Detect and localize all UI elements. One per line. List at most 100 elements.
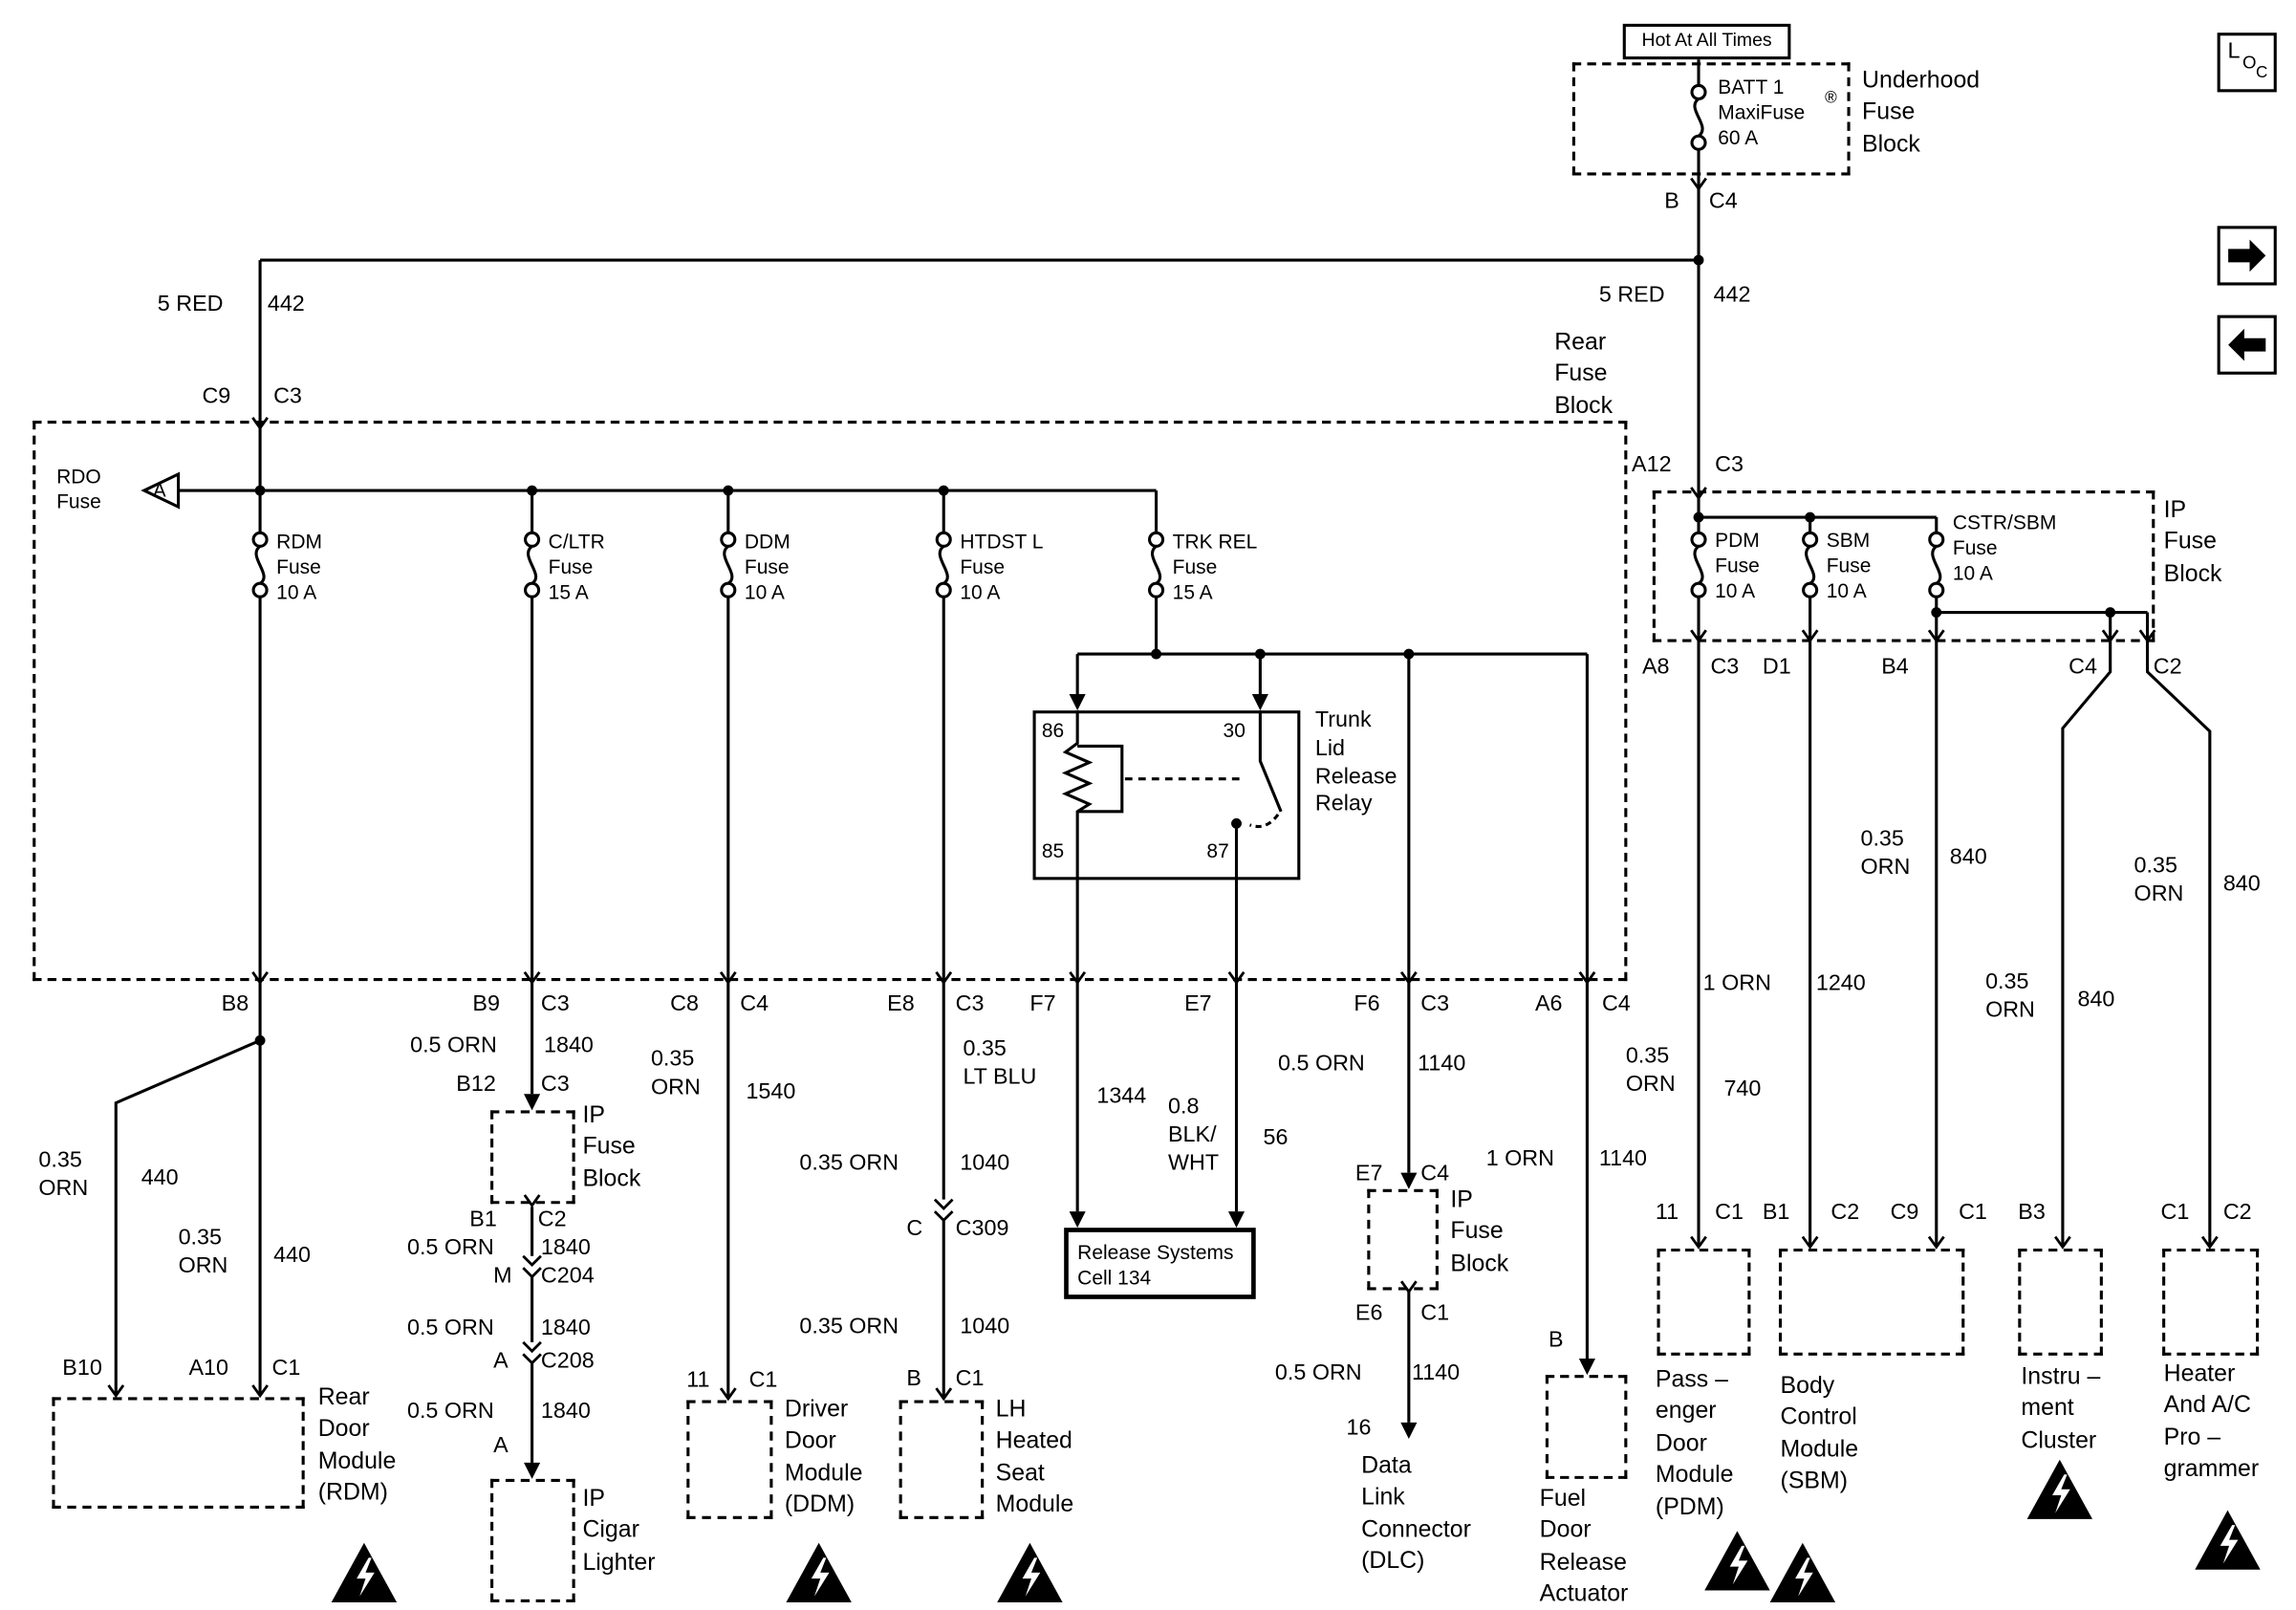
- dlc-out-pin-e6: E6: [1354, 1300, 1383, 1326]
- loc-letter-o: O: [2242, 52, 2257, 74]
- underhood-fuse-block-box: [1571, 62, 1851, 176]
- dlc-ip-fuse-block-name: IP Fuse Block: [1450, 1187, 1509, 1277]
- seat-wire1-circuit: 1040: [960, 1150, 1010, 1176]
- dlc-wire1-circuit: 1140: [1418, 1051, 1466, 1077]
- connector-c3-ip-in: C3: [1715, 451, 1744, 478]
- seat-wire2: 0.35 ORN: [799, 1314, 899, 1339]
- rdm-wire2-gauge-color: 0.35 ORN: [178, 1225, 228, 1278]
- trunk-wire85: 0.35 LT BLU: [963, 1035, 1037, 1090]
- fuse-ddm-label: DDM Fuse 10 A: [744, 531, 791, 604]
- sbm-conn-c2: C2: [1830, 1199, 1860, 1226]
- rear-door-module-box: [52, 1397, 305, 1510]
- c309-pin-c: C: [906, 1215, 923, 1242]
- cluster-wire-circuit: 840: [2077, 987, 2115, 1012]
- exit-f7: F7: [1029, 990, 1056, 1017]
- esd-warning-icon: [2195, 1510, 2261, 1570]
- exit-b9: B9: [472, 990, 500, 1017]
- ddm-pin-11: 11: [686, 1367, 710, 1393]
- driver-door-module-name: Driver Door Module (DDM): [784, 1397, 863, 1518]
- pdm-wire: 0.35 ORN: [1625, 1043, 1676, 1097]
- sbm-pin-b1: B1: [1762, 1199, 1790, 1226]
- fuse-htdstl-label: HTDST L Fuse 10 A: [960, 531, 1044, 604]
- fuel-door-release-actuator-box: [1545, 1375, 1628, 1479]
- ip-fuse-block-name: IP Fuse Block: [2163, 497, 2222, 587]
- fuse-rdm-label: RDM Fuse 10 A: [276, 531, 322, 604]
- dlc-pin-16: 16: [1346, 1415, 1372, 1441]
- cigar-in-conn-c3: C3: [540, 1071, 570, 1098]
- sbm-pin-c9: C9: [1890, 1199, 1919, 1226]
- release-systems-reference-box[interactable]: Release Systems Cell 134: [1064, 1228, 1256, 1299]
- cigar-end-pin-a: A: [493, 1432, 509, 1459]
- rear-fuse-block-box: [32, 420, 1628, 982]
- exit-a6: A6: [1535, 990, 1563, 1017]
- rdm-wire2-circuit: 440: [273, 1242, 311, 1269]
- data-link-connector-name: Data Link Connector (DLC): [1361, 1453, 1471, 1575]
- esd-warning-icon: [786, 1542, 852, 1602]
- fuse-cltr-label: C/LTR Fuse 15 A: [548, 531, 605, 604]
- fuse-sbm-label: SBM Fuse 10 A: [1826, 529, 1872, 602]
- fuel-door-release-actuator-name: Fuel Door Release Actuator: [1539, 1486, 1629, 1608]
- next-page-button[interactable]: [2217, 226, 2277, 286]
- ip-exit-b4: B4: [1881, 654, 1909, 680]
- exit-e7: E7: [1184, 990, 1212, 1017]
- ip-block-wires: [1697, 515, 2212, 1246]
- dlc-wire2: 0.5 ORN: [1274, 1360, 1362, 1385]
- trunk-relay-internal: [1061, 710, 1283, 881]
- seat-conn-c1: C1: [955, 1365, 985, 1392]
- trunk-wire87-circuit: 56: [1263, 1124, 1289, 1151]
- connector-c3-rear-in: C3: [273, 383, 302, 409]
- ip-cigar-lighter-name: IP Cigar Lighter: [582, 1486, 656, 1576]
- lh-heated-seat-module-box: [899, 1400, 985, 1519]
- terminal-c9: C9: [202, 383, 231, 409]
- loc-letter-c: C: [2256, 63, 2268, 82]
- previous-page-button[interactable]: [2217, 315, 2277, 375]
- body-control-module-name: Body Control Module (SBM): [1780, 1373, 1859, 1494]
- driver-door-module-box: [686, 1400, 773, 1519]
- cigar-wire4-circuit: 1840: [540, 1398, 591, 1425]
- cigar-wire1: 0.5 ORN: [410, 1033, 497, 1058]
- c208-pin-a: A: [493, 1348, 509, 1374]
- ip-exit-a8-conn: C3: [1710, 654, 1740, 680]
- hot-at-all-times-label: Hot At All Times: [1641, 30, 1772, 52]
- seat-pin-b: B: [906, 1365, 921, 1392]
- exit-a6-conn: C4: [1601, 990, 1631, 1017]
- underhood-fuse-label: BATT 1 MaxiFuse 60 A: [1718, 76, 1806, 149]
- release-systems-label: Release Systems Cell 134: [1077, 1241, 1234, 1289]
- circuit-442-right: 442: [1713, 282, 1751, 308]
- registered-mark: ®: [1825, 89, 1837, 107]
- rdm-pin-a10: A10: [188, 1355, 228, 1382]
- ip-exit-d1: D1: [1762, 654, 1791, 680]
- esd-warning-icon: [1769, 1542, 1836, 1602]
- right-arrow-icon: [2228, 239, 2266, 272]
- loc-button[interactable]: L O C: [2217, 33, 2277, 93]
- ip-exit-c2: C2: [2153, 654, 2182, 680]
- rdo-fuse-reference-arrow-icon[interactable]: [141, 471, 181, 510]
- ddm-wire1: 0.35 ORN: [650, 1046, 701, 1100]
- pdm-conn-c1: C1: [1715, 1199, 1744, 1226]
- pdm-pin-11: 11: [1655, 1199, 1679, 1226]
- cigar-in-pin-b12: B12: [456, 1071, 496, 1098]
- ip-cigar-lighter-box: [490, 1478, 575, 1602]
- sbm-conn-c1: C1: [1959, 1199, 1987, 1226]
- c204-pin-m: M: [493, 1263, 512, 1289]
- ip-exit-c4: C4: [2069, 654, 2097, 680]
- dlc-in-conn-c4: C4: [1420, 1161, 1450, 1186]
- dlc-out-conn-c1: C1: [1420, 1300, 1450, 1326]
- ip-fuse-block-passthru-box-dlc: [1367, 1188, 1439, 1291]
- esd-warning-icon: [331, 1542, 398, 1602]
- left-arrow-icon: [2228, 328, 2266, 361]
- relay-contact-arc: [1248, 814, 1280, 829]
- hvac-conn-c2: C2: [2222, 1199, 2252, 1226]
- relay-pin-85: 85: [1041, 839, 1065, 862]
- fuel-pin-b: B: [1548, 1327, 1564, 1353]
- passenger-door-module-name: Pass – enger Door Module (PDM): [1655, 1367, 1734, 1521]
- esd-warning-icon: [997, 1542, 1063, 1602]
- loc-letter-l: L: [2227, 38, 2241, 64]
- fuse-cstr-sbm-label: CSTR/SBM Fuse 10 A: [1952, 511, 2057, 584]
- trunk-lid-release-relay-box: [1032, 710, 1301, 881]
- cluster-pin-b3: B3: [2018, 1199, 2046, 1226]
- relay-pin-86: 86: [1041, 719, 1065, 742]
- fuel-wire1: 1 ORN: [1485, 1145, 1554, 1172]
- passenger-door-module-box: [1657, 1248, 1751, 1356]
